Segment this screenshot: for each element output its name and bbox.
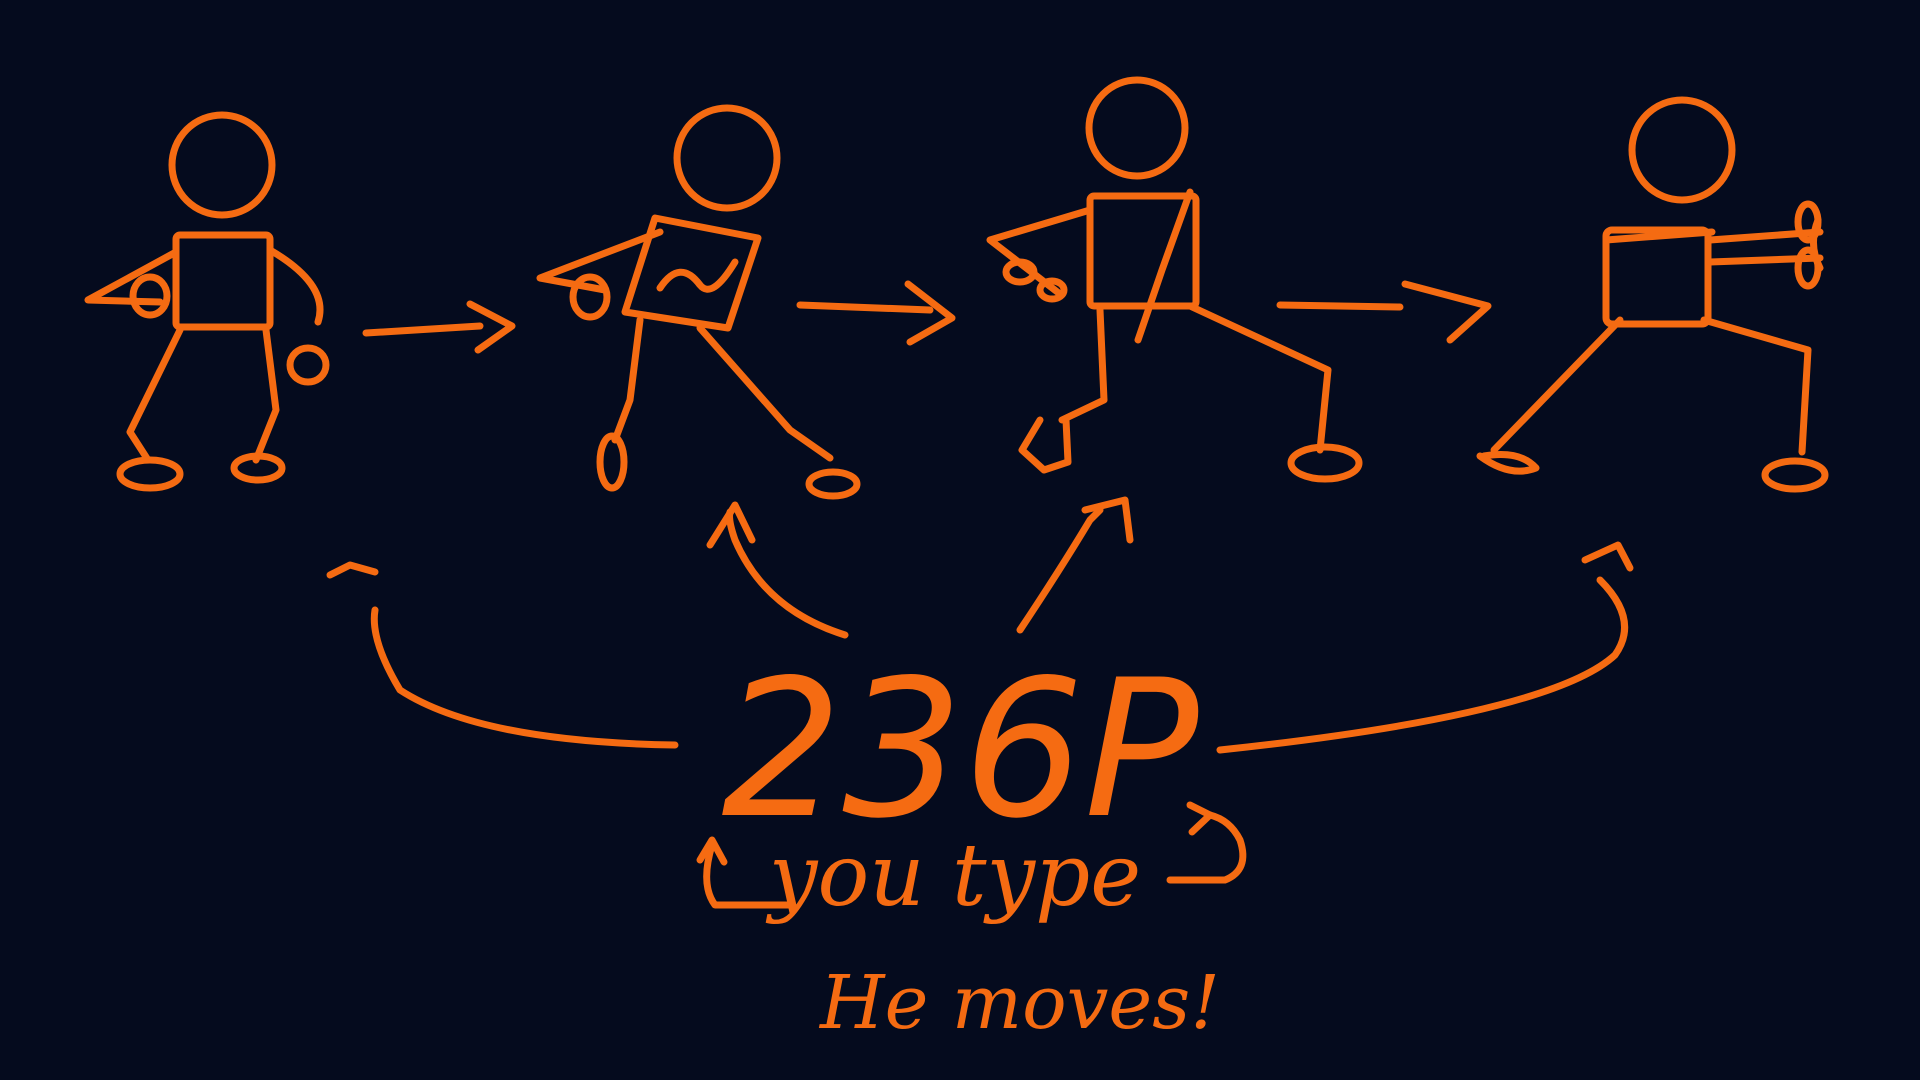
arrow-to-punch: [1216, 541, 1634, 754]
stick-figure-crouch-start: [536, 104, 861, 500]
arrow-to-forward-step: [1016, 496, 1134, 634]
arrow-right: [362, 300, 516, 354]
input-label: 236P: [721, 639, 1199, 860]
arrow-right: [1276, 280, 1492, 344]
caption-you-type: you type: [765, 826, 1141, 926]
arrow-to-stance: [326, 561, 679, 749]
stick-figure-stance: [84, 111, 330, 492]
arrow-to-crouch-start: [706, 501, 849, 639]
stick-figure-forward-step: [986, 76, 1363, 483]
caption-bracket-arrows: [696, 801, 1247, 909]
arrow-right: [796, 280, 956, 346]
caption-he-moves: He moves!: [818, 960, 1220, 1046]
stick-figure-punch: [1476, 96, 1829, 493]
